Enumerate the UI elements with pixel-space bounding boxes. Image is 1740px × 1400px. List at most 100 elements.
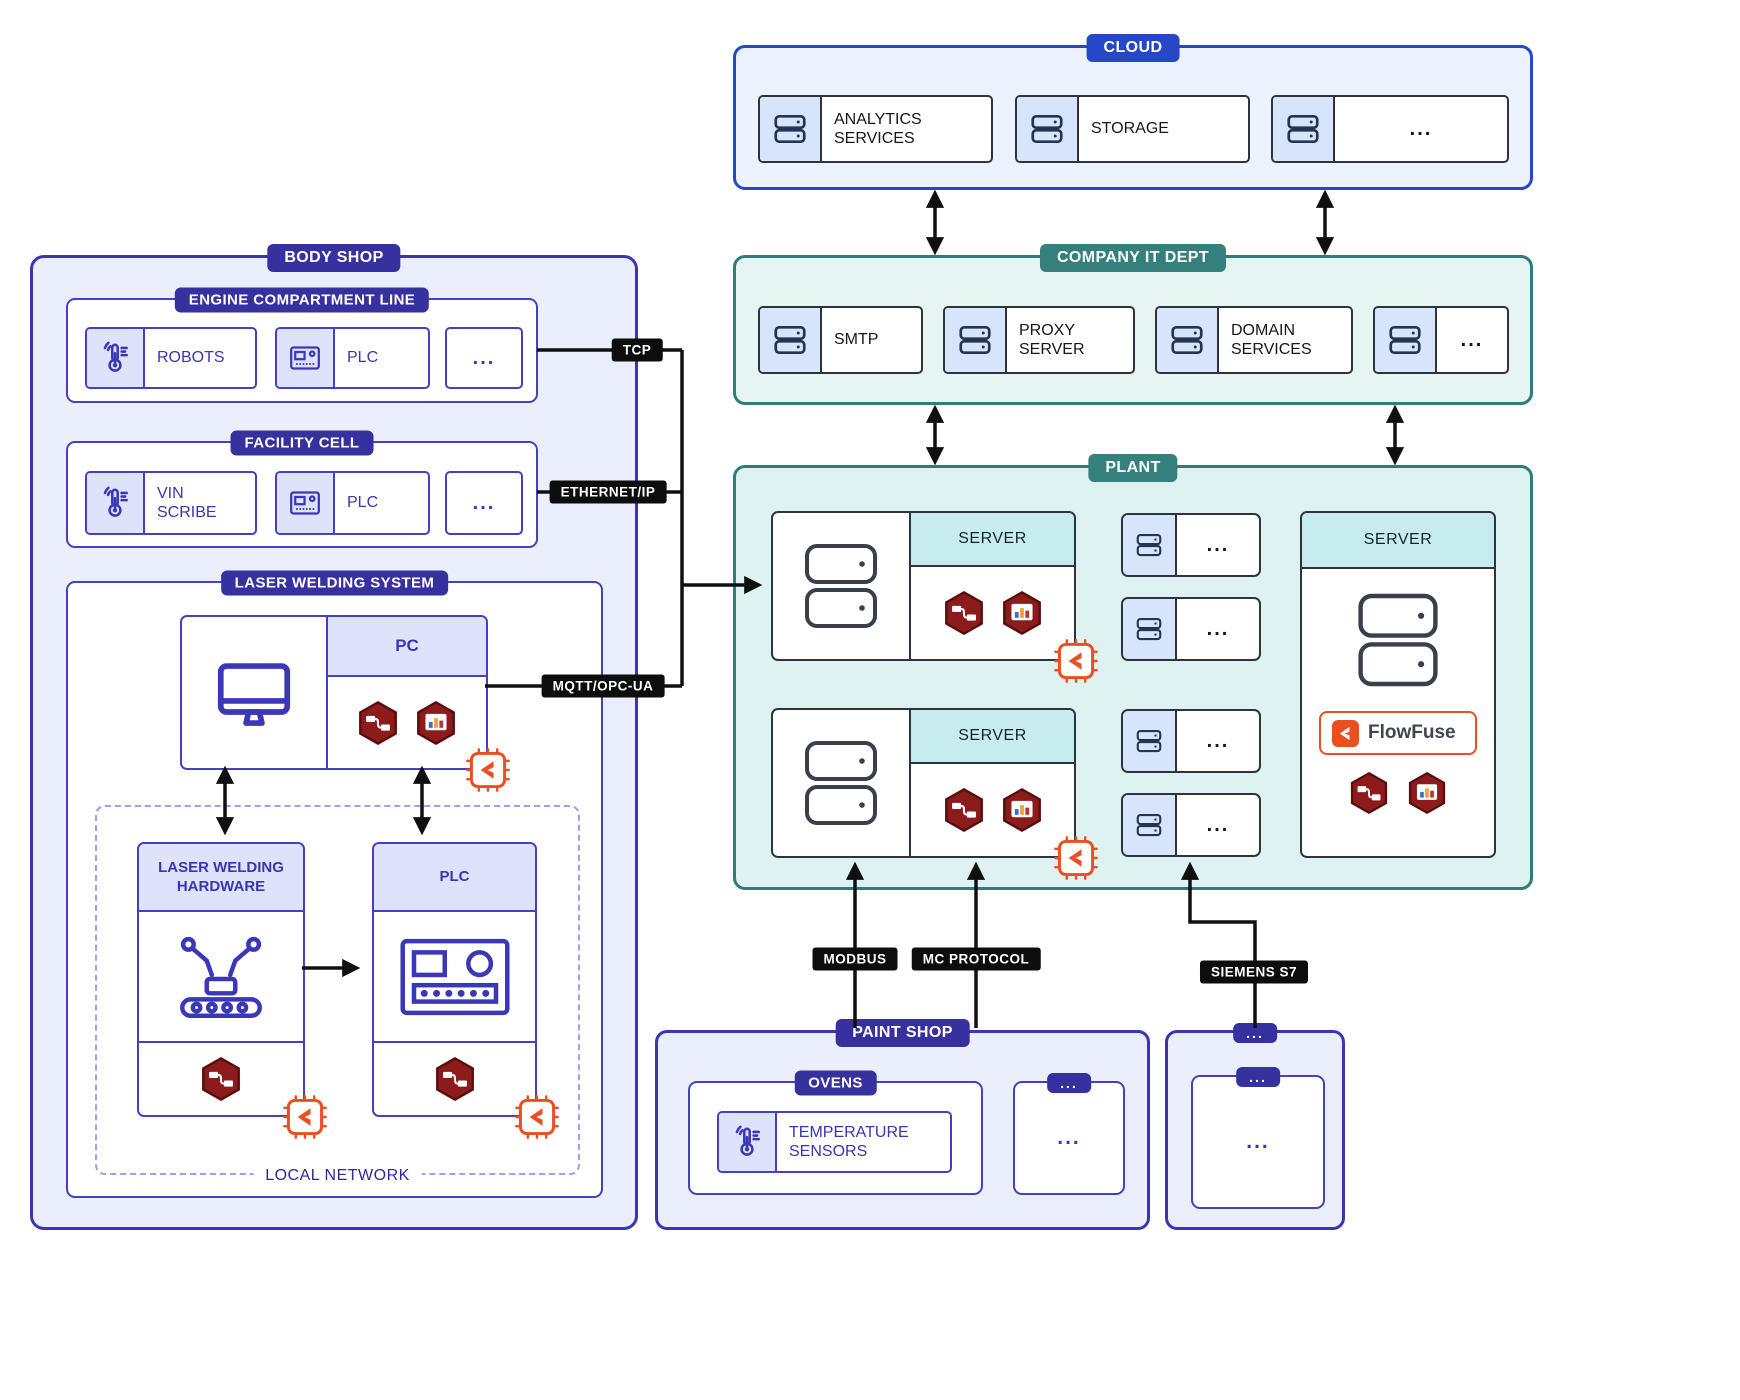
modbus-protocol-label: MODBUS: [812, 947, 898, 971]
plant-server-box: ...: [1121, 793, 1261, 857]
server-icon: [1123, 599, 1177, 659]
proxy-server-item: PROXY SERVER: [943, 306, 1135, 374]
other-shop-box: ... ...: [1191, 1067, 1325, 1209]
paint-more-box: ... ...: [1013, 1073, 1125, 1195]
engine-more-label: ...: [472, 347, 496, 369]
other-shop-title: ...: [1233, 1023, 1277, 1043]
it-dept-zone: COMPANY IT DEPT SMTP PROXY SERVER DOMAIN…: [733, 244, 1533, 405]
sensor-icon: [87, 473, 145, 533]
welding-robot-icon: [139, 912, 303, 1041]
server-icon: [773, 513, 911, 659]
server-icon: [1017, 97, 1079, 161]
server-icon: [1273, 97, 1335, 161]
laser-welding-title: LASER WELDING SYSTEM: [220, 570, 449, 596]
plant-flowfuse-server: SERVER FlowFuse: [1300, 511, 1496, 858]
node-red-icon: [198, 1056, 244, 1102]
flowfuse-mark-icon: [1332, 719, 1359, 747]
plc-device-title: PLC: [374, 844, 535, 912]
laser-welding-system-box: LASER WELDING SYSTEM PC: [66, 570, 603, 1198]
temperature-sensors-label: TEMPERATURE SENSORS: [789, 1123, 909, 1160]
plant-server-box-label: ...: [1206, 618, 1230, 640]
cloud-zone: CLOUD ANALYTICS SERVICES STORAGE ...: [733, 34, 1533, 190]
node-red-icon: [1347, 771, 1391, 815]
flowfuse-logo-text: FlowFuse: [1368, 722, 1456, 743]
node-red-icon: [355, 700, 401, 746]
server-icon: [1123, 711, 1177, 771]
plc-label: PLC: [347, 494, 379, 512]
domain-services-item: DOMAIN SERVICES: [1155, 306, 1353, 374]
monitor-icon: [182, 617, 328, 768]
it-more-item: ...: [1373, 306, 1509, 374]
flowfuse-chip-icon: [514, 1094, 560, 1140]
facility-more-label: ...: [472, 492, 496, 514]
flowfuse-chip-icon: [282, 1094, 328, 1140]
body-shop-title: BODY SHOP: [267, 244, 401, 272]
engine-compartment-line-box: ENGINE COMPARTMENT LINE ROBOTS PLC ...: [66, 287, 538, 403]
sensor-icon: [719, 1113, 777, 1171]
plant-server-box-label: ...: [1206, 534, 1230, 556]
server-icon: [1375, 308, 1437, 372]
sensor-icon: [87, 329, 145, 387]
engine-more-item: ...: [445, 327, 523, 389]
engine-line-title: ENGINE COMPARTMENT LINE: [174, 287, 430, 313]
vin-scribe-item: VIN SCRIBE: [85, 471, 257, 535]
other-shop-zone: ... ... ...: [1165, 1023, 1345, 1230]
plc-icon: [277, 329, 335, 387]
cloud-storage-item: STORAGE: [1015, 95, 1250, 163]
robots-item: ROBOTS: [85, 327, 257, 389]
smtp-item: SMTP: [758, 306, 923, 374]
plant-server-box: ...: [1121, 597, 1261, 661]
cloud-analytics-item: ANALYTICS SERVICES: [758, 95, 993, 163]
mc-protocol-label: MC PROTOCOL: [911, 947, 1041, 971]
smtp-label: SMTP: [834, 331, 879, 349]
node-red-icon: [432, 1056, 478, 1102]
plant-server-group-1: SERVER: [771, 511, 1076, 661]
server-icon: [945, 308, 1007, 372]
facility-cell-box: FACILITY CELL VIN SCRIBE PLC ...: [66, 430, 538, 548]
body-shop-zone: BODY SHOP ENGINE COMPARTMENT LINE ROBOTS…: [30, 244, 638, 1230]
plant-server-box-label: ...: [1206, 814, 1230, 836]
pc-box: PC: [180, 615, 488, 770]
paint-shop-title: PAINT SHOP: [835, 1019, 970, 1047]
other-box-title: ...: [1236, 1067, 1280, 1087]
local-network-box: LASER WELDING HARDWARE PLC: [95, 805, 580, 1185]
plc-icon: [277, 473, 335, 533]
flowfuse-chip-icon: [1053, 638, 1099, 684]
server-icon: [1123, 515, 1177, 575]
plc-label: PLC: [347, 349, 379, 367]
plant-server-box: ...: [1121, 513, 1261, 577]
it-more-label: ...: [1460, 329, 1484, 351]
facility-more-item: ...: [445, 471, 523, 535]
plc-device-icon: [374, 912, 535, 1041]
cloud-analytics-label: ANALYTICS SERVICES: [834, 110, 922, 147]
vin-scribe-label: VIN SCRIBE: [157, 484, 217, 521]
flowfuse-chip-icon: [465, 747, 511, 793]
paint-more-content: ...: [1057, 1126, 1081, 1149]
plant-server-group-2: SERVER: [771, 708, 1076, 858]
tcp-protocol-label: TCP: [611, 338, 663, 362]
flowfuse-logo: FlowFuse: [1319, 711, 1477, 755]
ovens-box: OVENS TEMPERATURE SENSORS: [688, 1070, 983, 1195]
cloud-storage-label: STORAGE: [1091, 120, 1169, 138]
it-dept-title: COMPANY IT DEPT: [1039, 244, 1227, 272]
dashboard-icon: [413, 700, 459, 746]
server-title: SERVER: [1302, 513, 1494, 569]
laser-welding-hardware-box: LASER WELDING HARDWARE: [137, 842, 305, 1117]
plant-title: PLANT: [1088, 454, 1178, 482]
server-icon: [760, 97, 822, 161]
plant-server-box-label: ...: [1206, 730, 1230, 752]
flowfuse-chip-icon: [1053, 835, 1099, 881]
ovens-title: OVENS: [794, 1070, 877, 1096]
temperature-sensors-item: TEMPERATURE SENSORS: [717, 1111, 952, 1173]
proxy-server-label: PROXY SERVER: [1019, 321, 1085, 358]
server-icon: [1157, 308, 1219, 372]
cloud-more-item: ...: [1271, 95, 1509, 163]
cloud-more-label: ...: [1409, 118, 1433, 140]
node-red-icon: [941, 787, 987, 833]
local-network-label: LOCAL NETWORK: [253, 1167, 422, 1185]
cloud-zone-title: CLOUD: [1086, 34, 1180, 62]
server-icon: [1123, 795, 1177, 855]
robots-label: ROBOTS: [157, 349, 225, 367]
dashboard-icon: [999, 590, 1045, 636]
dashboard-icon: [1405, 771, 1449, 815]
